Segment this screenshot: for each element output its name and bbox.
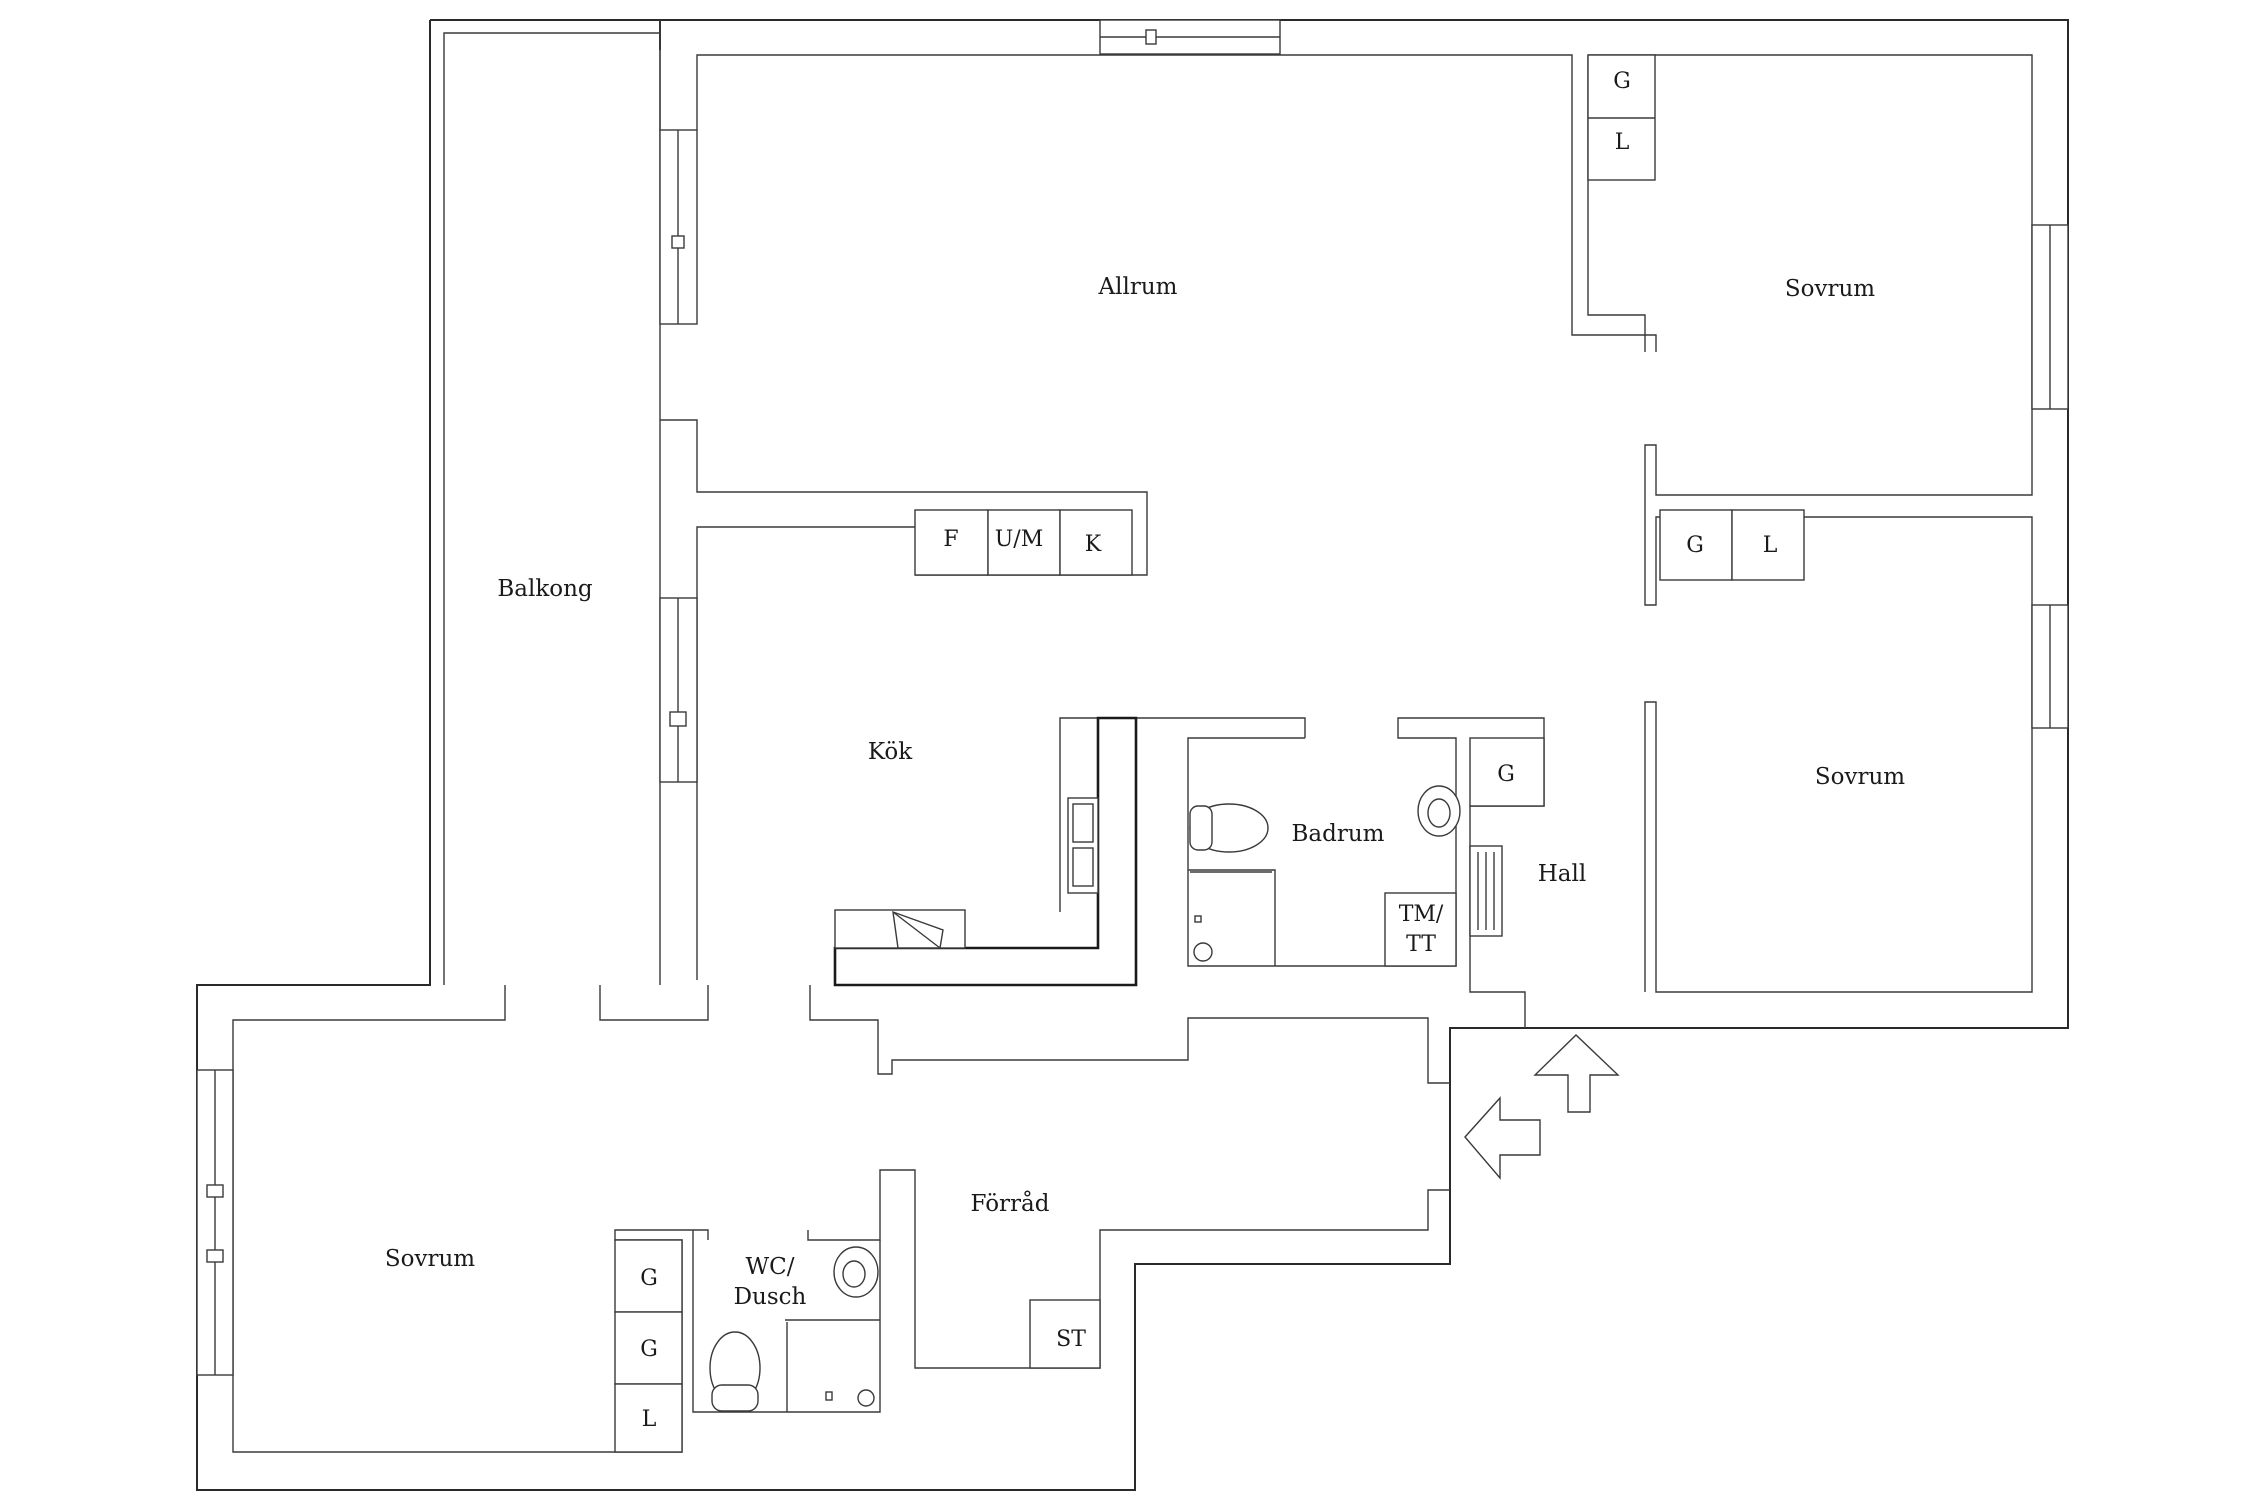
entrance-arrows xyxy=(1464,1034,1620,1180)
room-labels: Balkong Allrum Sovrum Sovrum Kök Badrum … xyxy=(385,274,1905,1310)
balcony xyxy=(443,32,661,985)
fixture-label-f: F xyxy=(943,527,958,552)
room-label-sovrum-mid-right: Sovrum xyxy=(1815,764,1905,790)
allrum-walls xyxy=(659,19,1657,980)
room-label-hall: Hall xyxy=(1538,861,1586,887)
fixture-labels: F U/M K G L G L G TM/ TT ST G G L xyxy=(640,69,1777,1432)
fixture-label-l-mid-right: L xyxy=(1763,533,1778,558)
room-label-kok: Kök xyxy=(868,739,913,765)
kitchen-counter xyxy=(833,716,1306,987)
fixture-label-g-bottom-left-1: G xyxy=(640,1266,658,1291)
corridor-storage xyxy=(807,985,1450,1369)
room-label-sovrum-bottom-left: Sovrum xyxy=(385,1246,475,1272)
room-label-sovrum-top-right: Sovrum xyxy=(1785,276,1875,302)
fixture-label-st: ST xyxy=(1056,1327,1086,1352)
fixture-label-um: U/M xyxy=(995,527,1043,552)
room-label-balkong: Balkong xyxy=(497,576,593,602)
fixture-label-g-mid-right: G xyxy=(1686,533,1704,558)
room-label-badrum: Badrum xyxy=(1292,821,1385,847)
wardrobe-mid-right xyxy=(1659,509,2069,729)
fixture-label-g-hall: G xyxy=(1497,762,1515,787)
kitchen-cabinets xyxy=(914,509,1133,576)
fixture-label-tmtt-line1: TM/ xyxy=(1399,902,1444,927)
wc-shower xyxy=(692,1230,881,1413)
fixture-label-l-bottom-left: L xyxy=(642,1407,657,1432)
entrance-arrow-up xyxy=(1533,1034,1620,1113)
room-label-wc-line1: WC/ xyxy=(746,1254,795,1280)
bedroom-bottom-left xyxy=(196,985,709,1453)
entrance-arrow-left xyxy=(1464,1096,1541,1180)
room-label-forrad: Förråd xyxy=(971,1190,1050,1217)
bathroom xyxy=(1187,717,1545,1028)
room-label-wc-line2: Dusch xyxy=(734,1284,807,1310)
room-label-allrum: Allrum xyxy=(1098,274,1178,300)
fixture-label-k: K xyxy=(1085,532,1102,557)
fixture-label-l-top-right: L xyxy=(1615,130,1630,155)
fixture-label-tmtt-line2: TT xyxy=(1406,932,1436,957)
fixture-label-g-bottom-left-2: G xyxy=(640,1337,658,1362)
bedroom-top-right xyxy=(1587,54,2069,993)
fixture-label-g-top-right: G xyxy=(1613,69,1631,94)
